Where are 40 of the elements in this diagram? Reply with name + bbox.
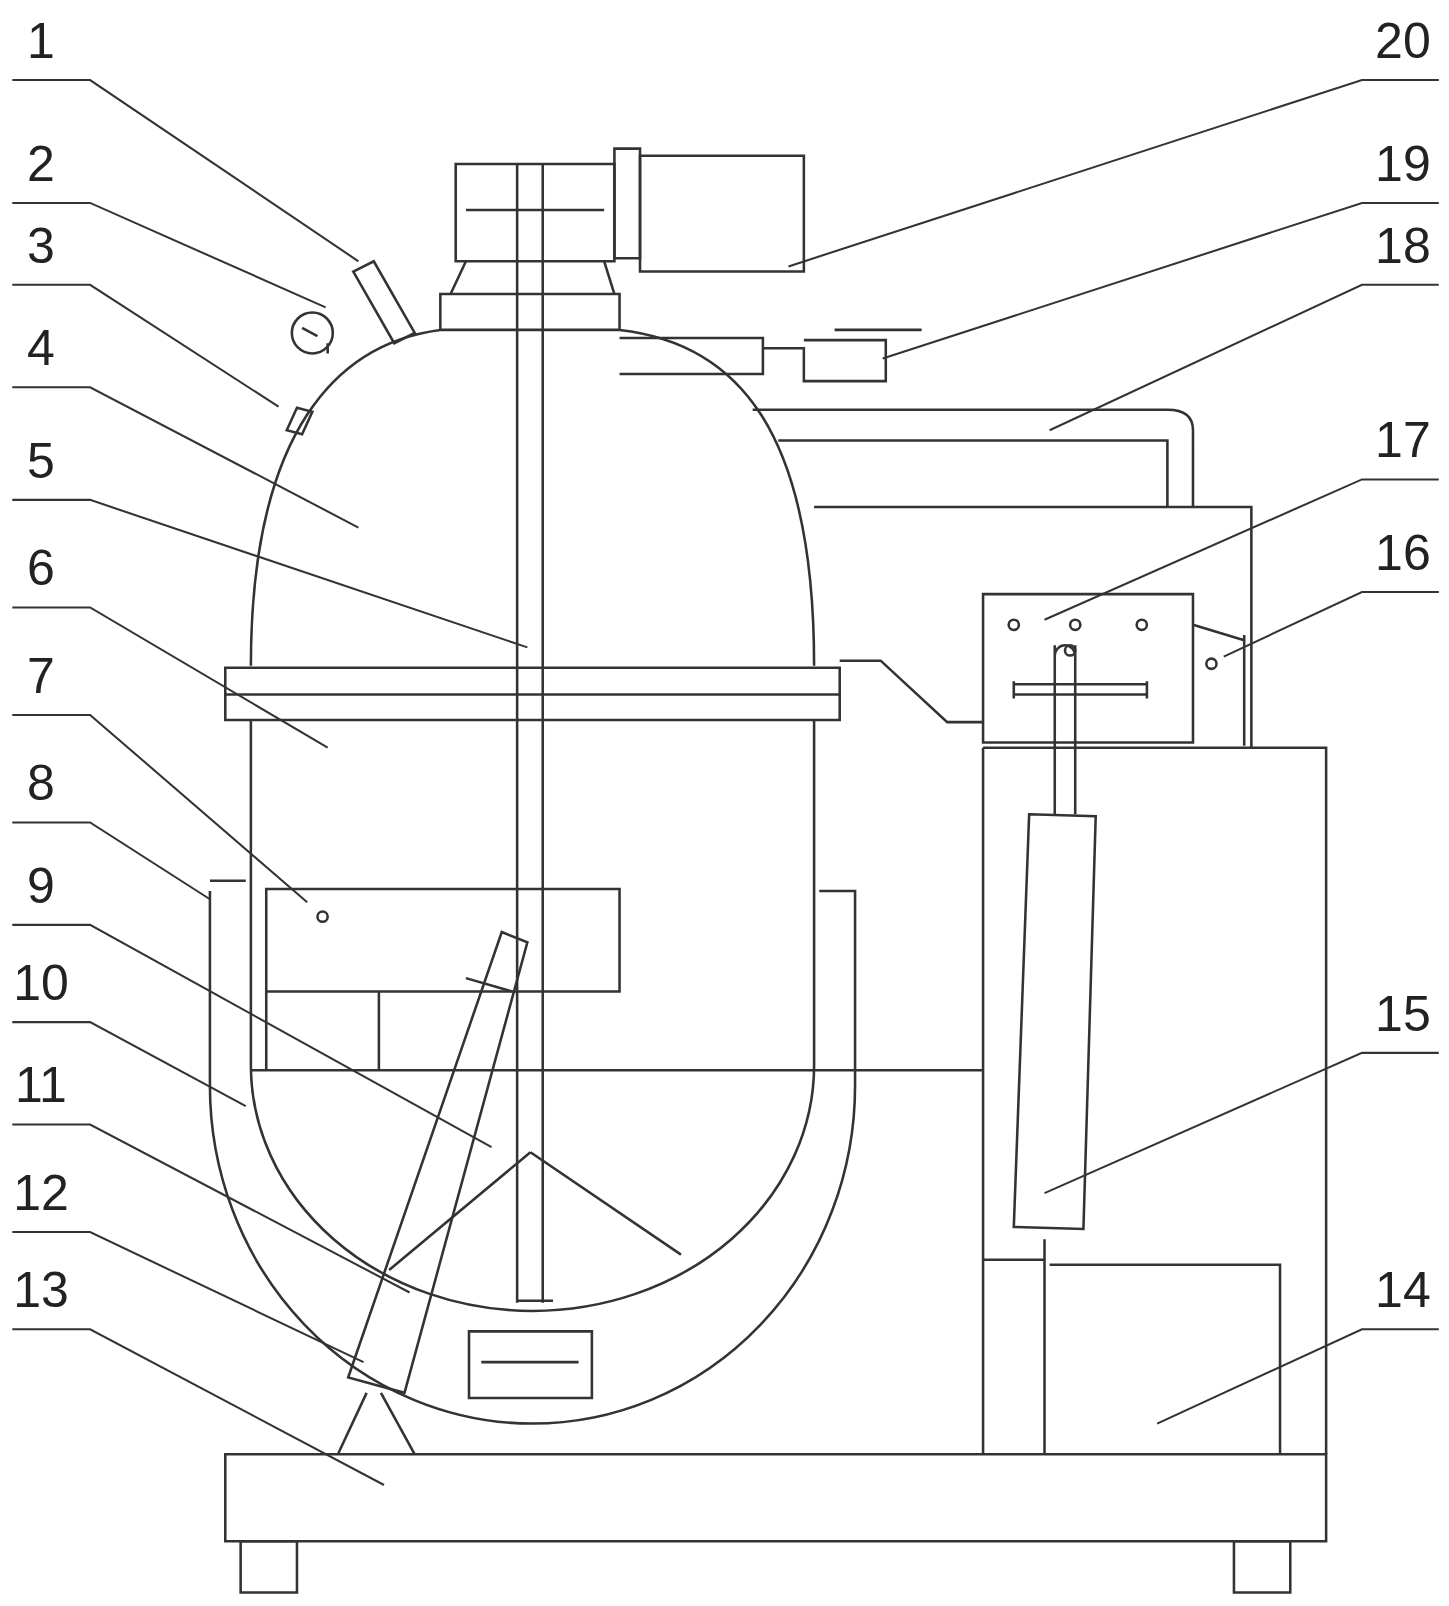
callout-number: 8 <box>0 755 81 812</box>
leader-line <box>12 1123 411 1294</box>
callout-number: 3 <box>0 217 81 274</box>
callout-number: 1 <box>0 12 81 69</box>
callout-number: 14 <box>1362 1262 1443 1319</box>
callout-number: 20 <box>1362 12 1443 69</box>
leader-line <box>1044 478 1439 621</box>
leader-line <box>882 201 1439 360</box>
callout-number: 17 <box>1362 412 1443 469</box>
leader-line <box>12 1328 385 1486</box>
leader-line <box>12 79 359 263</box>
leader-line <box>12 498 528 649</box>
leader-line <box>1223 591 1439 658</box>
leader-line <box>12 386 359 529</box>
callout-number: 12 <box>0 1165 81 1221</box>
callout-number: 4 <box>0 320 81 377</box>
leader-line <box>1156 1328 1439 1425</box>
leader-line <box>1044 1051 1439 1195</box>
leader-line <box>12 606 329 749</box>
callout-number: 9 <box>0 857 81 914</box>
leader-line <box>788 79 1439 268</box>
leader-line <box>12 923 493 1148</box>
leader-line <box>12 713 308 904</box>
callout-number: 5 <box>0 432 81 489</box>
leader-line <box>12 201 327 309</box>
leader-line <box>1049 283 1439 432</box>
callout-number: 16 <box>1362 524 1443 581</box>
leader-line <box>12 283 280 408</box>
leader-line <box>12 1021 247 1107</box>
leader-line <box>12 821 211 901</box>
callout-number: 19 <box>1362 135 1443 192</box>
callout-number: 11 <box>0 1057 81 1114</box>
callout-number: 2 <box>0 135 81 192</box>
callout-number: 10 <box>0 955 81 1012</box>
callout-number: 13 <box>0 1262 81 1319</box>
callout-number: 6 <box>0 540 81 597</box>
callout-number: 18 <box>1362 217 1443 274</box>
leader-line <box>12 1231 364 1364</box>
callout-number: 7 <box>0 647 81 704</box>
callout-number: 15 <box>1362 985 1443 1042</box>
